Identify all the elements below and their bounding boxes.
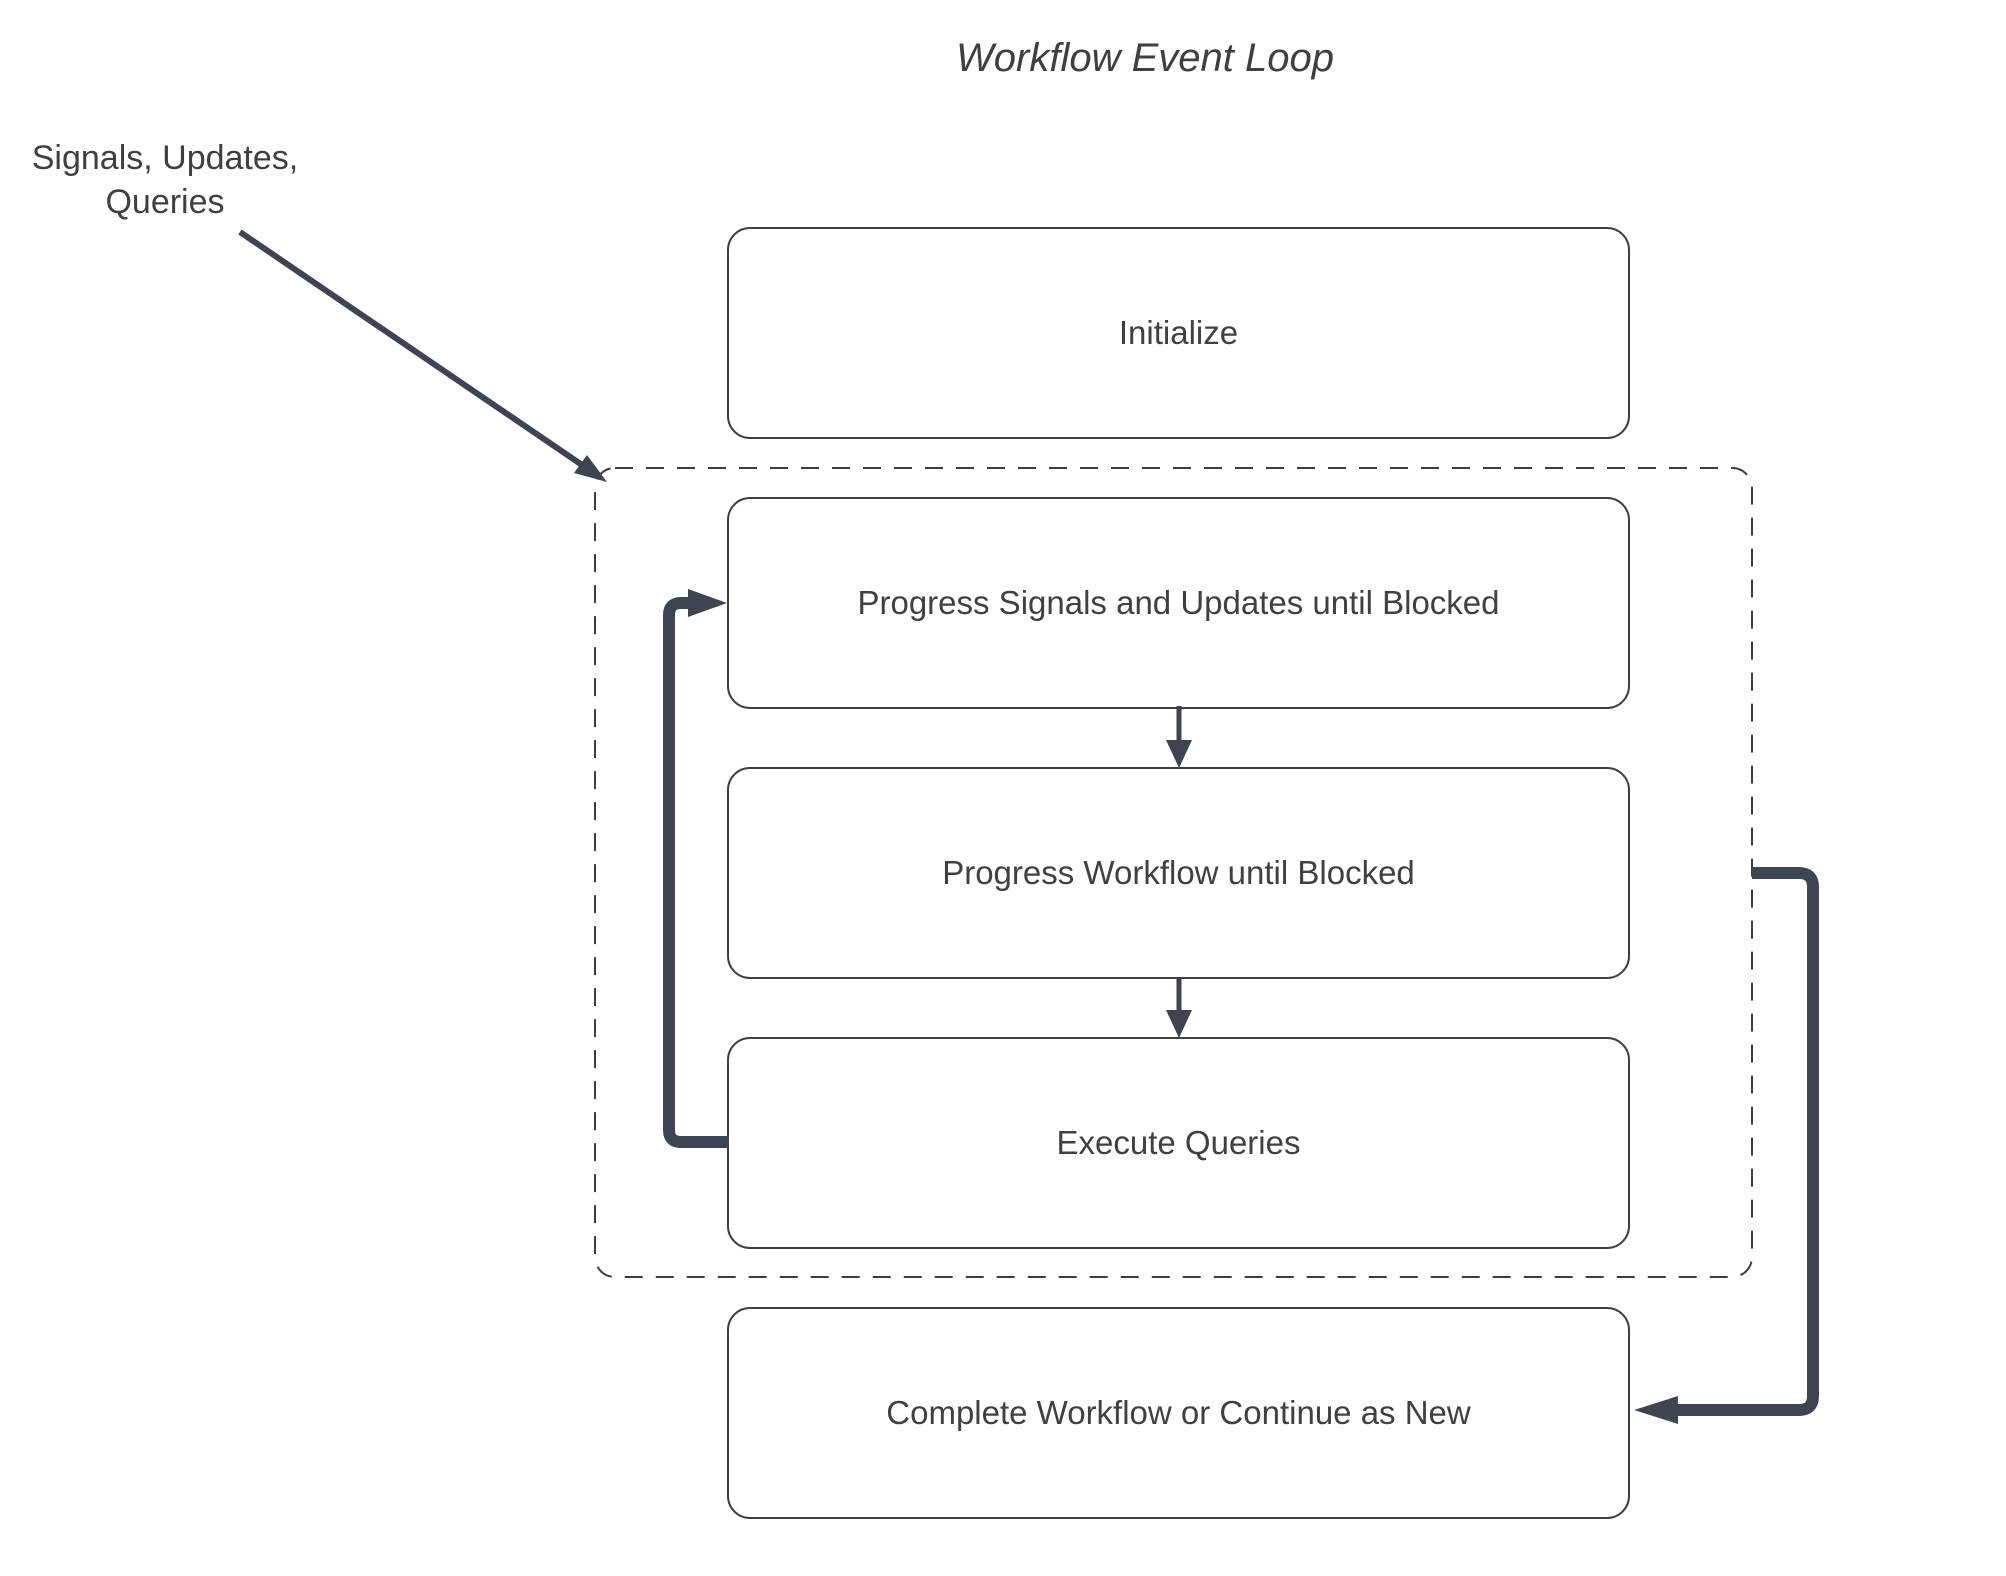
node-progress-workflow-box <box>727 767 1630 979</box>
node-execute-queries-box <box>727 1037 1630 1249</box>
loop-back-arrow-icon <box>663 589 729 1148</box>
node-initialize-box <box>727 227 1630 439</box>
down-arrow-2-icon <box>1166 978 1192 1038</box>
node-progress-signals-box <box>727 497 1630 709</box>
down-arrow-1-icon <box>1166 706 1192 768</box>
node-complete-box <box>727 1307 1630 1519</box>
exit-arrow-icon <box>1634 867 1819 1424</box>
external-input-arrow-icon <box>238 229 607 482</box>
